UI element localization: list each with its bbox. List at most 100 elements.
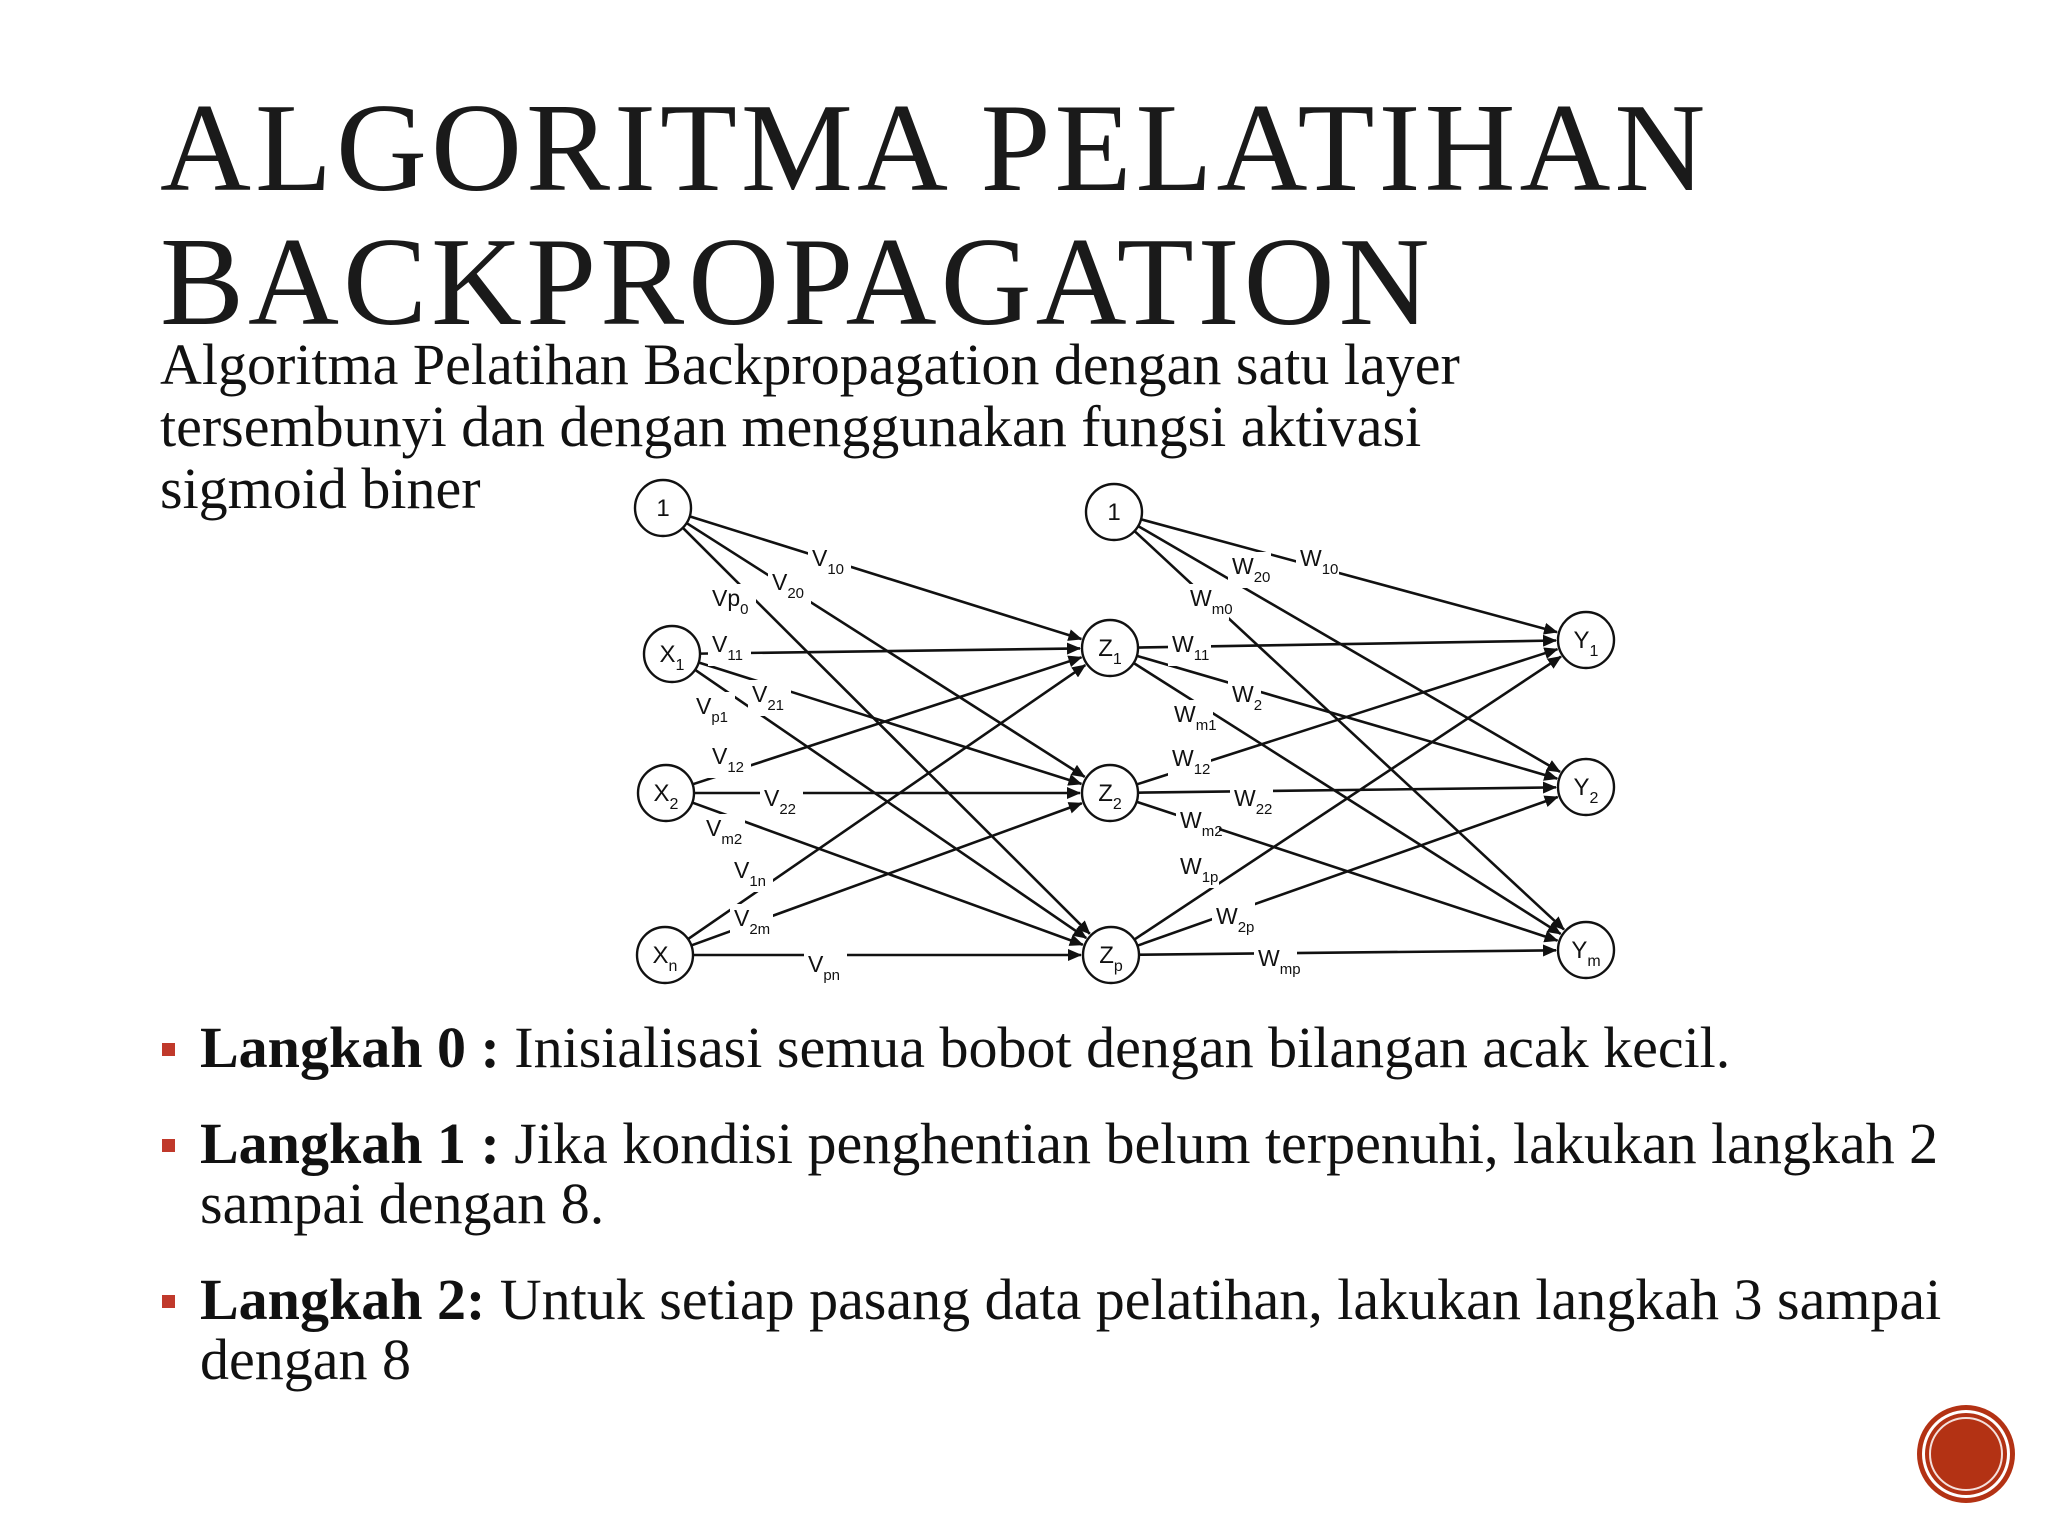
- edge-v-3-1: [687, 663, 1087, 941]
- subtitle-line-2: tersembunyi dan dengan menggunakan fungs…: [160, 394, 1422, 459]
- steps-list: Langkah 0 : Inisialisasi semua bobot den…: [160, 1018, 1960, 1426]
- v-label-bg: [730, 856, 773, 892]
- edge-v-1-1: [699, 642, 1082, 655]
- w-weight-label-1: W20: [1232, 553, 1270, 586]
- step-label: Langkah 2:: [200, 1267, 486, 1332]
- input-node-0: [633, 478, 693, 538]
- bullet-icon: [162, 1139, 175, 1152]
- v-weight-label-8: Vm2: [706, 815, 742, 848]
- edge-w-0-1: [1137, 524, 1561, 774]
- v-weight-label-3: V11: [712, 631, 743, 664]
- input-node-2: [636, 763, 696, 823]
- w-weight-label-7: W22: [1234, 785, 1272, 818]
- bullet-icon: [162, 1295, 175, 1308]
- w-weight-label-0: W10: [1300, 545, 1338, 578]
- edge-w-0-0: [1140, 518, 1559, 635]
- input-node-0-label: 1: [656, 495, 669, 522]
- w-weight-label-9: W1p: [1180, 853, 1218, 886]
- subtitle-line-3: sigmoid biner: [160, 456, 481, 521]
- edge-v-0-1: [689, 515, 1083, 641]
- edge-w-2-1: [1137, 781, 1558, 794]
- v-label-bg: [808, 544, 851, 580]
- hidden-node-3: [1081, 925, 1141, 985]
- input-node-1: [642, 624, 702, 684]
- v-label-bg: [708, 742, 751, 778]
- edge-w-3-1: [1136, 795, 1559, 947]
- output-node-0: [1556, 610, 1616, 670]
- hidden-node-1: [1080, 618, 1140, 678]
- slide-title-line-1: ALGORITMA PELATIHAN: [160, 79, 1710, 218]
- step-label: Langkah 0 :: [200, 1015, 500, 1080]
- v-weight-label-1: V20: [772, 569, 804, 602]
- w-label-bg: [1176, 806, 1219, 842]
- w-weight-label-6: W12: [1172, 745, 1210, 778]
- w-weight-label-10: W2p: [1216, 903, 1254, 936]
- w-label-bg: [1168, 630, 1211, 666]
- output-node-1: [1556, 757, 1616, 817]
- w-label-bg: [1170, 700, 1213, 736]
- step-text: Jika kondisi penghentian belum terpenuhi…: [200, 1111, 1939, 1236]
- v-label-bg: [708, 584, 756, 620]
- v-label-bg: [692, 692, 735, 728]
- w-weight-label-3: W11: [1172, 631, 1209, 664]
- edge-v-2-1: [692, 655, 1083, 786]
- v-weight-label-2: Vp0: [712, 585, 748, 618]
- w-label-bg: [1228, 552, 1271, 588]
- w-label-bg: [1230, 784, 1273, 820]
- v-label-bg: [760, 784, 803, 820]
- step-item-0: Langkah 0 : Inisialisasi semua bobot den…: [160, 1018, 1960, 1078]
- hidden-node-1-label: Z1: [1098, 635, 1122, 668]
- step-item-1: Langkah 1 : Jika kondisi penghentian bel…: [160, 1114, 1960, 1234]
- output-node-2-label: Ym: [1571, 937, 1600, 970]
- hidden-node-3-label: Zp: [1099, 942, 1123, 975]
- w-label-bg: [1254, 944, 1297, 980]
- w-weight-label-11: Wmp: [1258, 945, 1301, 978]
- edge-w-3-2: [1138, 944, 1558, 957]
- v-weight-label-0: V10: [812, 545, 844, 578]
- w-label-bg: [1212, 902, 1255, 938]
- input-node-1-label: X1: [660, 641, 685, 674]
- v-weight-label-4: V21: [752, 681, 784, 714]
- v-weight-label-6: V12: [712, 743, 744, 776]
- input-node-3-label: Xn: [653, 942, 678, 975]
- input-node-2-label: X2: [654, 780, 679, 813]
- v-label-bg: [708, 630, 751, 666]
- edge-w-3-0: [1133, 655, 1562, 941]
- output-node-1-label: Y2: [1574, 774, 1599, 807]
- v-label-bg: [702, 814, 745, 850]
- w-label-bg: [1168, 744, 1211, 780]
- w-weight-label-4: W2: [1232, 681, 1262, 714]
- w-weight-label-8: Wm2: [1180, 807, 1223, 840]
- hidden-node-0-label: 1: [1107, 499, 1120, 526]
- bullet-icon: [162, 1043, 175, 1056]
- v-weight-label-10: V2m: [734, 905, 770, 938]
- w-label-bg: [1296, 544, 1339, 580]
- w-label-bg: [1176, 852, 1219, 888]
- v-weight-label-7: V22: [764, 785, 796, 818]
- w-label-bg: [1186, 584, 1229, 620]
- step-label: Langkah 1 :: [200, 1111, 500, 1176]
- v-label-bg: [768, 568, 811, 604]
- slide-subtitle: Algoritma Pelatihan Backpropagation deng…: [160, 334, 1920, 520]
- slide-title: ALGORITMA PELATIHAN BACKPROPAGATION: [160, 82, 1960, 350]
- w-label-bg: [1228, 680, 1261, 716]
- step-text: Untuk setiap pasang data pelatihan, laku…: [200, 1267, 1942, 1392]
- v-weight-label-9: V1n: [734, 857, 766, 890]
- v-label-bg: [730, 904, 773, 940]
- output-node-2: [1556, 920, 1616, 980]
- hidden-node-2-label: Z2: [1098, 780, 1122, 813]
- hidden-node-0: [1084, 482, 1144, 542]
- w-weight-label-5: Wm1: [1174, 701, 1217, 734]
- slide-title-line-2: BACKPROPAGATION: [160, 213, 1434, 352]
- v-weight-label-11: Vpn: [808, 951, 840, 984]
- v-label-bg: [748, 680, 791, 716]
- v-weight-label-5: Vp1: [696, 693, 728, 726]
- subtitle-line-1: Algoritma Pelatihan Backpropagation deng…: [160, 332, 1460, 397]
- v-label-bg: [804, 950, 847, 986]
- output-node-0-label: Y1: [1574, 627, 1599, 660]
- input-node-3: [635, 925, 695, 985]
- w-weight-label-2: Wm0: [1190, 585, 1233, 618]
- slide-corner-badge-icon: [1922, 1410, 2010, 1498]
- step-item-2: Langkah 2: Untuk setiap pasang data pela…: [160, 1270, 1960, 1390]
